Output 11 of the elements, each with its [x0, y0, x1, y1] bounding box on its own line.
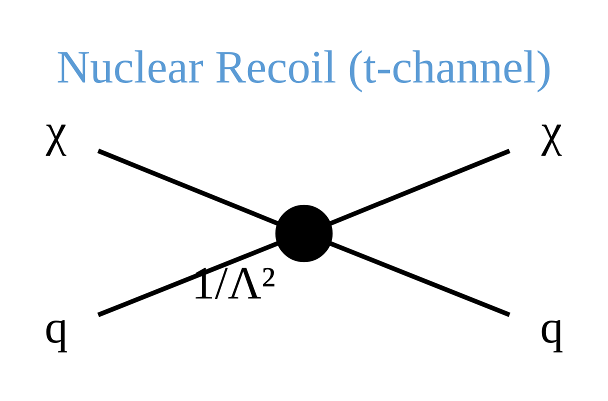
node-text: χ: [46, 106, 67, 157]
connector: [97, 148, 279, 226]
connector: [330, 240, 510, 317]
node-label: 1/Λ²: [192, 258, 276, 310]
node-text: q: [44, 302, 68, 354]
node-text: q: [540, 302, 564, 354]
diagram-title: Nuclear Recoil (t-channel): [56, 42, 552, 94]
connector: [329, 148, 510, 226]
node-circle: [275, 204, 333, 262]
connector: [97, 240, 279, 317]
node-text: χ: [541, 106, 562, 157]
